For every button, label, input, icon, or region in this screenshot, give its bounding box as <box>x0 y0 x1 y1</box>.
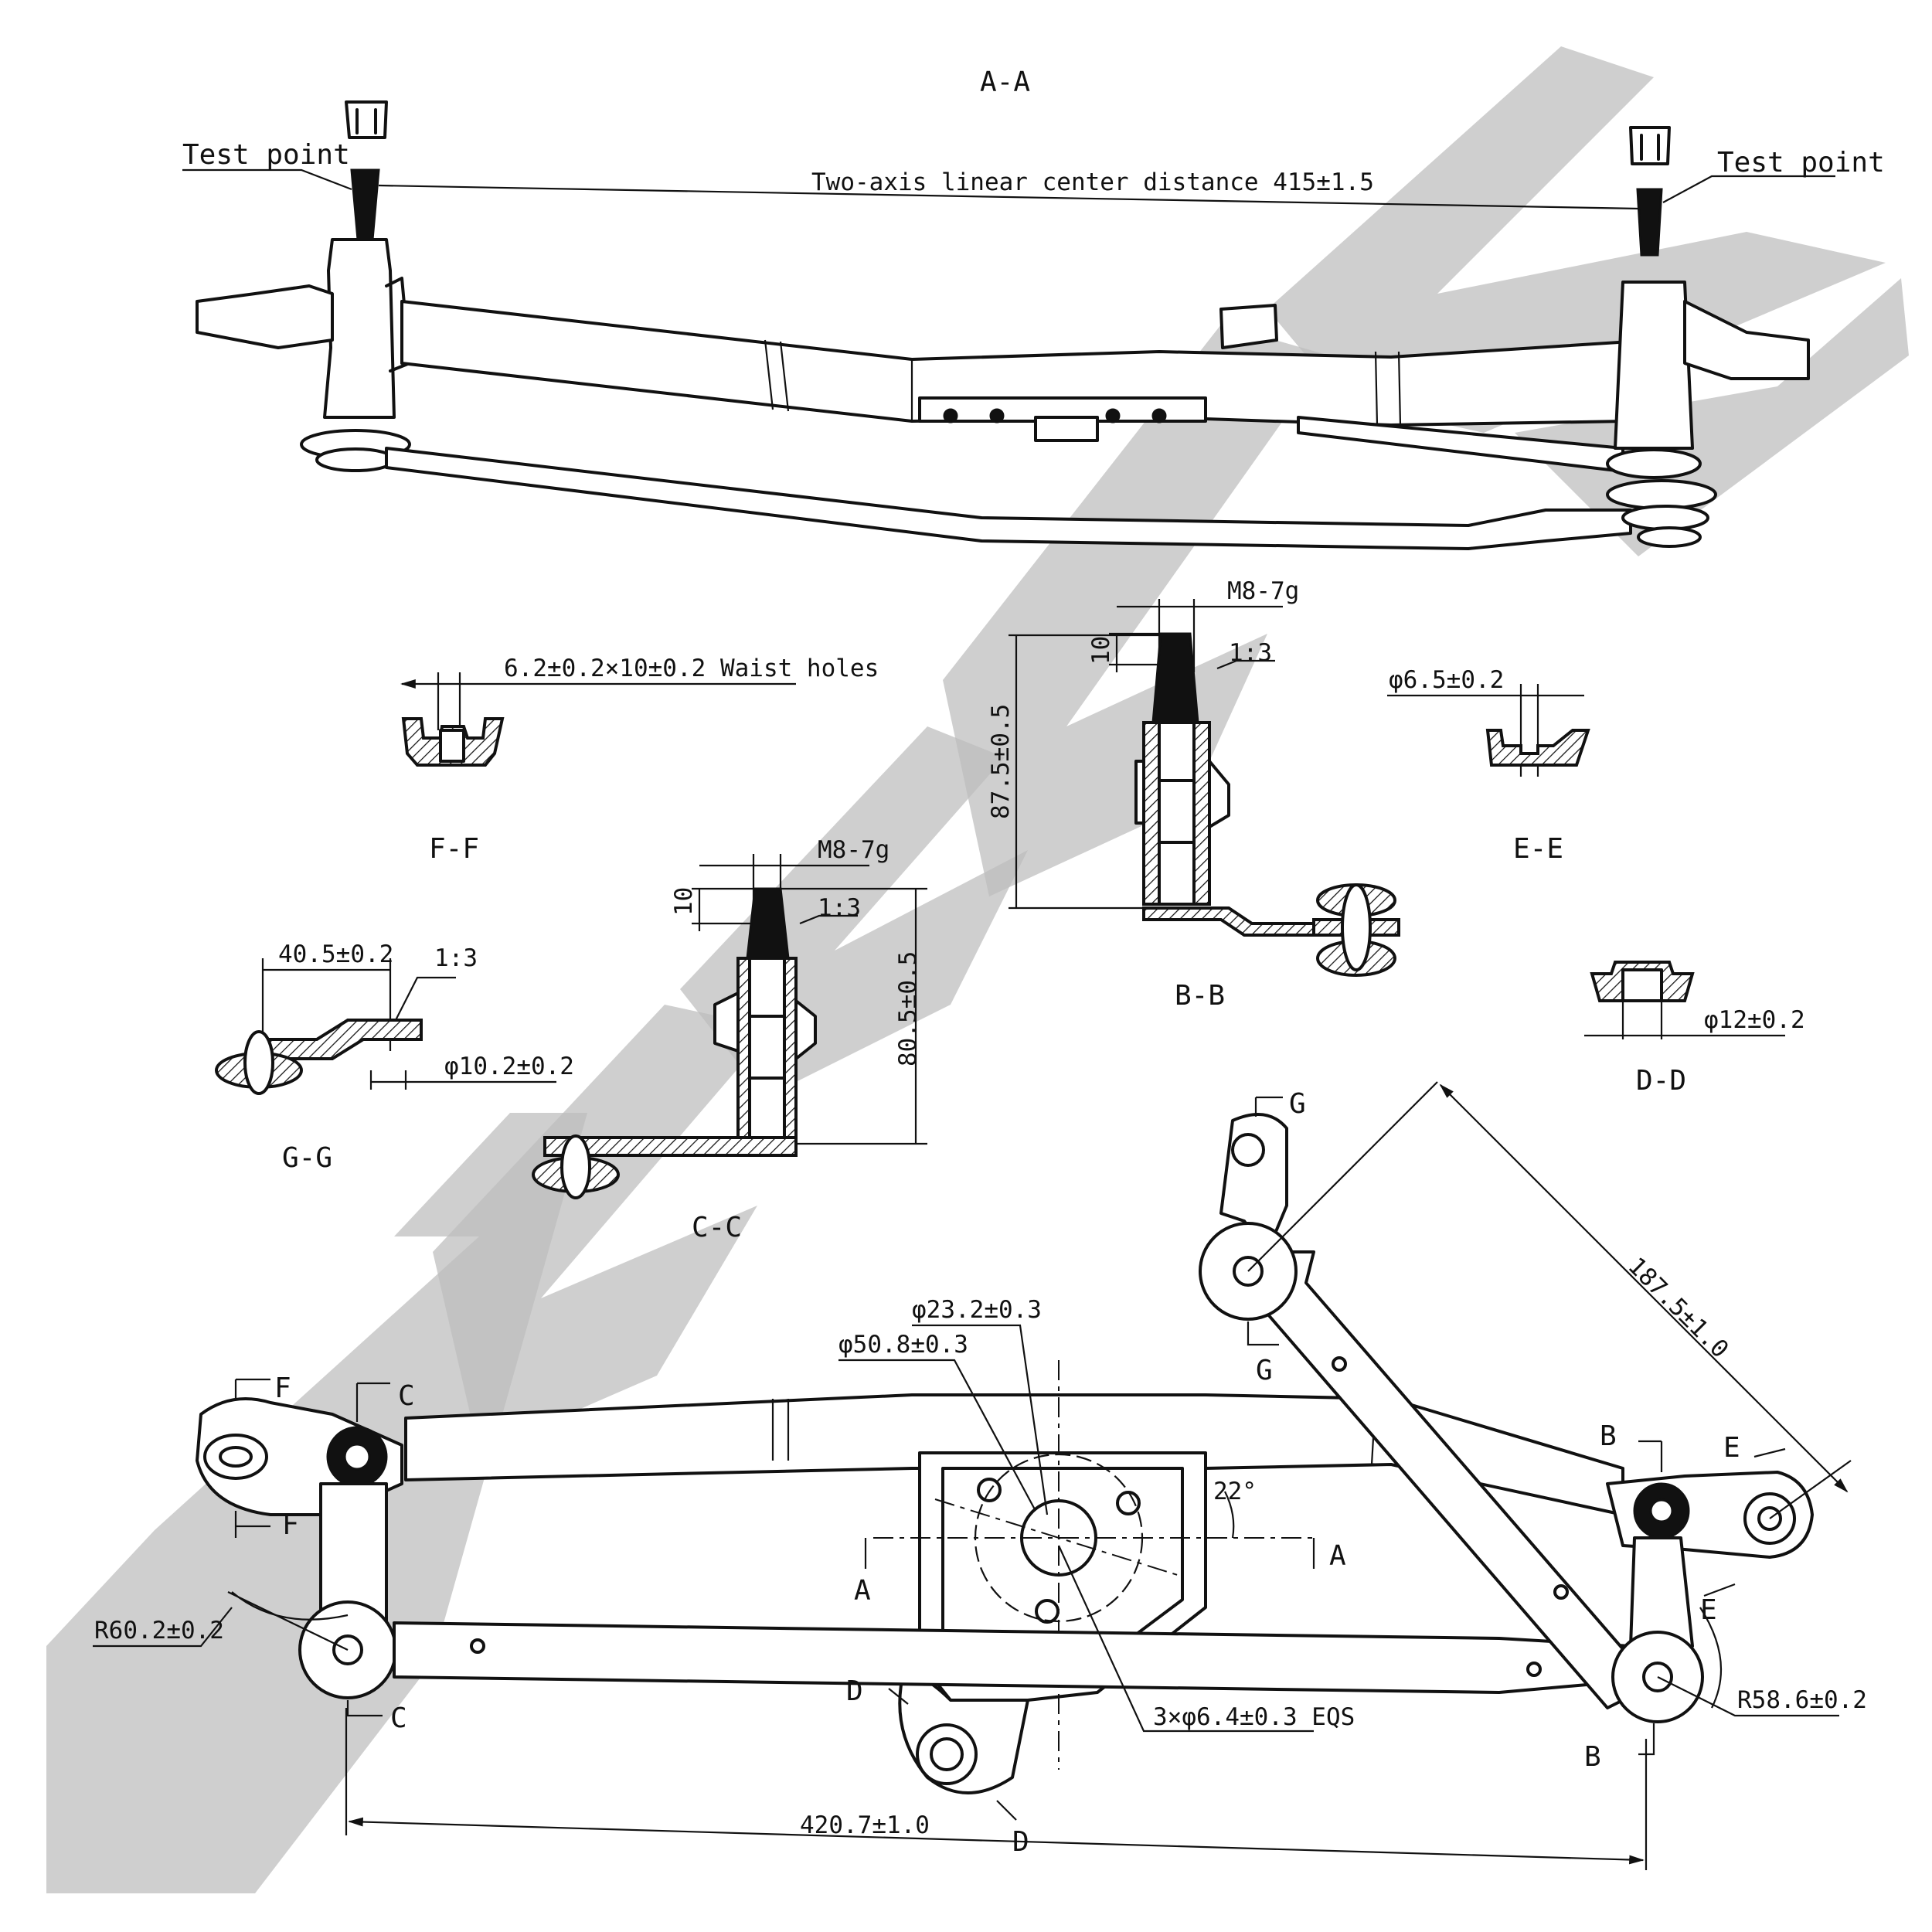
r-left-label: R60.2±0.2 <box>94 1617 224 1645</box>
view-ff: 6.2±0.2×10±0.2 Waist holes F-F <box>400 655 879 865</box>
gg-length-label: 40.5±0.2 <box>278 940 393 968</box>
plan-view: A A F F C C G G B B E E D D φ23.2±0.3 φ5… <box>93 1081 1867 1870</box>
bb-thread-label: M8-7g <box>1227 577 1299 605</box>
section-b-bottom-marker: B <box>1584 1741 1601 1773</box>
section-e-bottom-marker: E <box>1700 1594 1717 1626</box>
gg-title: G-G <box>282 1142 332 1174</box>
top-clip <box>1219 304 1278 349</box>
left-mount-bracket <box>196 284 334 349</box>
cc-shaft-icon <box>746 887 790 960</box>
ee-title: E-E <box>1513 833 1563 865</box>
section-b-top-marker: B <box>1600 1420 1617 1452</box>
section-f-bottom-marker: F <box>282 1509 299 1541</box>
right-vertical-arm <box>1629 1536 1694 1648</box>
r-right-label: R58.6±0.2 <box>1737 1686 1867 1714</box>
gg-taper-label: 1:3 <box>434 944 478 972</box>
section-e-top-marker: E <box>1723 1432 1740 1464</box>
section-g-top-marker: G <box>1289 1088 1306 1120</box>
view-bb: M8-7g 10 1:3 87.5±0.5 B-B <box>987 577 1400 1012</box>
section-a-right-marker: A <box>1329 1540 1346 1572</box>
right-spindle-icon <box>1636 188 1663 257</box>
view-dd: φ12±0.2 D-D <box>1584 961 1805 1097</box>
gg-diameter-label: φ10.2±0.2 <box>444 1053 574 1080</box>
ee-diameter-label: φ6.5±0.2 <box>1389 666 1504 694</box>
view-aa: A-A Test point Test point Two-axis linea… <box>182 66 1885 550</box>
right-pivot-housing <box>1614 281 1694 450</box>
test-point-right-label: Test point <box>1717 147 1885 179</box>
bb-taper-label: 1:3 <box>1229 639 1272 667</box>
ee-section-icon <box>1485 729 1590 767</box>
d50-label: φ50.8±0.3 <box>838 1331 968 1359</box>
section-f-top-marker: F <box>274 1372 291 1404</box>
d23-label: φ23.2±0.3 <box>912 1296 1042 1324</box>
view-cc: M8-7g 10 1:3 80.5±0.5 C-C <box>532 836 927 1243</box>
bb-arm-icon <box>1142 906 1315 937</box>
diag-label: 187.5±1.0 <box>1622 1252 1733 1363</box>
cc-arm-icon <box>543 1136 798 1157</box>
span-label: 420.7±1.0 <box>800 1811 930 1839</box>
dd-title: D-D <box>1636 1065 1686 1097</box>
left-pivot-housing <box>323 238 396 419</box>
angle-22-label: 22° <box>1213 1478 1257 1505</box>
cc-title: C-C <box>692 1212 742 1243</box>
bb-height-label: 87.5±0.5 <box>987 704 1015 819</box>
holes-label: 3×φ6.4±0.3 EQS <box>1153 1703 1355 1731</box>
section-a-left-marker: A <box>854 1575 871 1607</box>
left-cap-icon <box>345 100 388 139</box>
linkage-bar-top <box>393 1621 1632 1694</box>
right-mount-bracket <box>1683 300 1810 380</box>
right-pivot-washer <box>1606 448 1702 479</box>
cc-height-label: 80.5±0.5 <box>894 951 922 1066</box>
section-g-bottom-marker: G <box>1256 1355 1273 1386</box>
view-gg: 40.5±0.2 1:3 φ10.2±0.2 G-G <box>215 940 574 1174</box>
view-aa-title: A-A <box>980 66 1030 98</box>
cc-thread-len-label: 10 <box>670 887 698 916</box>
dd-diameter-label: φ12±0.2 <box>1704 1006 1805 1034</box>
cc-taper-label: 1:3 <box>818 894 861 922</box>
bb-title: B-B <box>1175 980 1225 1012</box>
right-cap-icon <box>1629 126 1671 165</box>
ff-title: F-F <box>429 833 479 865</box>
view-ee: φ6.5±0.2 E-E <box>1387 666 1590 865</box>
left-spindle-icon <box>350 168 380 241</box>
linkage-bar-side <box>385 447 1632 550</box>
bb-thread-len-label: 10 <box>1087 636 1115 665</box>
cc-thread-label: M8-7g <box>818 836 889 864</box>
ff-waist-hole-label: 6.2±0.2×10±0.2 Waist holes <box>504 655 879 682</box>
center-distance-label: Two-axis linear center distance 415±1.5 <box>811 168 1374 196</box>
gg-arm-icon <box>261 1019 423 1060</box>
section-c-bottom-marker: C <box>390 1702 407 1734</box>
bb-shaft-icon <box>1151 632 1199 724</box>
section-c-top-marker: C <box>398 1380 415 1412</box>
section-d-top-marker: D <box>846 1675 863 1707</box>
test-point-left-label: Test point <box>182 139 350 171</box>
